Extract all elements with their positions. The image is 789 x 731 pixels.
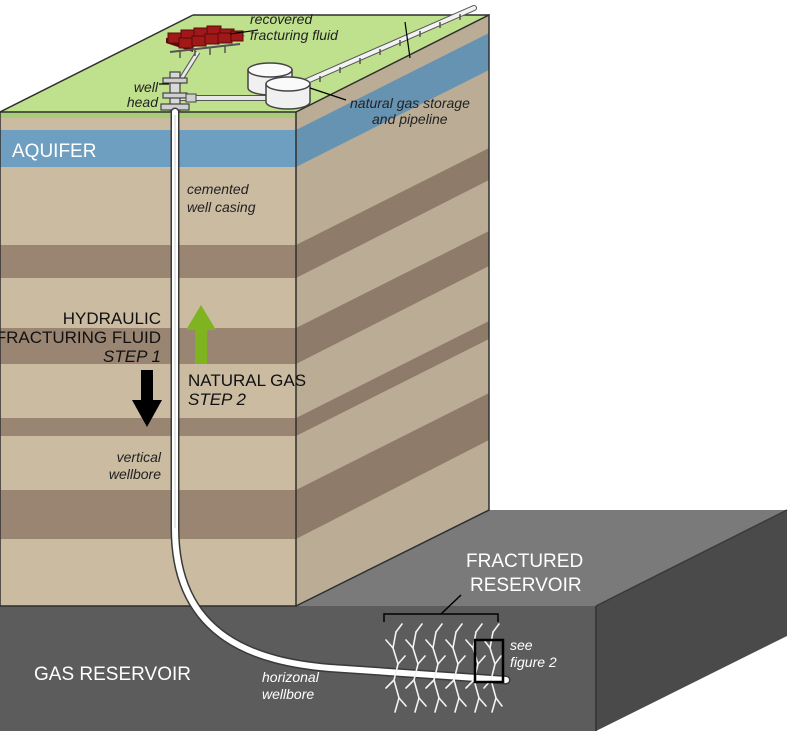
- fracturing-fluid-label: HYDRAULIC: [63, 309, 161, 328]
- leader-lines: [159, 21, 411, 101]
- horizontal-wellbore-label: wellbore: [262, 686, 314, 702]
- see-figure-label: figure 2: [510, 654, 557, 670]
- block-outline: [0, 13, 490, 607]
- vertical-wellbore-label: wellbore: [109, 466, 161, 482]
- well-casing-label: well casing: [187, 199, 256, 215]
- rock-stratum: [0, 245, 296, 278]
- well-head-label: head: [127, 94, 159, 110]
- arrow-down-icon: [132, 370, 162, 427]
- step-2-label: STEP 2: [188, 390, 246, 409]
- earth-side-face: [296, 15, 489, 606]
- detail-box: [473, 638, 505, 684]
- see-figure-label: see: [510, 637, 533, 653]
- rock-stratum: [0, 418, 296, 436]
- rock-stratum: [0, 328, 296, 364]
- rock-stratum: [0, 490, 296, 539]
- gas-reservoir-label: GAS RESERVOIR: [34, 664, 191, 685]
- fracturing-fluid-label: FRACTURING FLUID: [0, 328, 161, 347]
- well-head-label: well: [134, 79, 159, 95]
- recovered-fluid-label: recovered: [250, 11, 313, 27]
- fractured-reservoir-label: RESERVOIR: [470, 575, 582, 596]
- vertical-wellbore-label: vertical: [117, 449, 162, 465]
- storage-pipeline-label: and pipeline: [372, 111, 448, 127]
- aquifer-layer: [0, 130, 296, 167]
- aquifer-label: AQUIFER: [12, 141, 96, 162]
- recovered-fluid-label: fracturing fluid: [250, 27, 339, 43]
- arrow-up-icon: [186, 305, 216, 364]
- storage-tank-icon: [247, 62, 311, 110]
- natural-gas-label: NATURAL GAS: [188, 371, 306, 390]
- horizontal-wellbore-label: horizonal: [262, 669, 320, 685]
- wellbore: [170, 107, 511, 685]
- fractured-reservoir-label: FRACTURED: [466, 551, 583, 572]
- ground-surface: [0, 15, 489, 112]
- step-1-label: STEP 1: [103, 347, 161, 366]
- storage-pipeline-label: natural gas storage: [350, 95, 470, 111]
- pipeline: [175, 5, 477, 101]
- earth-front-face: [0, 112, 296, 606]
- fluid-tank-icon: [166, 25, 245, 58]
- fractured-bracket: [383, 594, 499, 622]
- well-casing-label: cemented: [187, 181, 250, 197]
- reservoir-side-face: [596, 510, 787, 731]
